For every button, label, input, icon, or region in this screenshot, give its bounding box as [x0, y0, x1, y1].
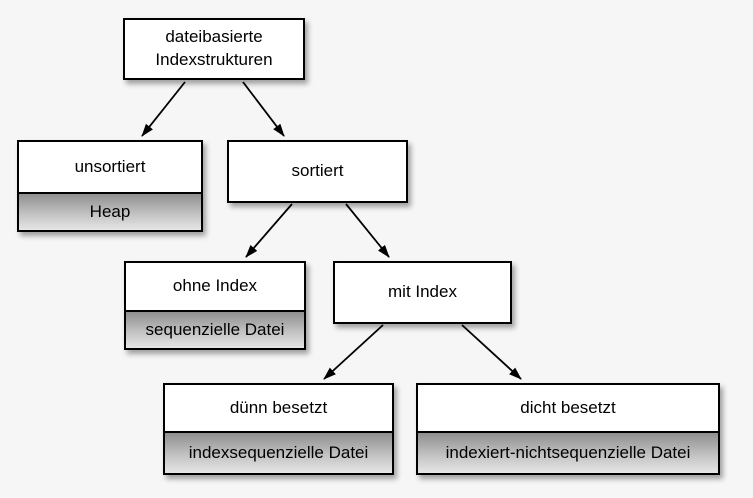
node-sublabel-sequenzielle-datei: sequenzielle Datei [126, 310, 304, 348]
edge-sortiert-ohne-index [245, 203, 293, 258]
node-sublabel-indexiert-nichtsequenzielle-datei: indexiert-nichtsequenzielle Datei [418, 431, 718, 473]
edge-mit-index-duenn [323, 324, 384, 380]
node-sublabel-heap: Heap [19, 192, 201, 230]
node-duenn-besetzt: dünn besetzt indexsequenzielle Datei [163, 383, 394, 475]
node-ohne-index: ohne Index sequenzielle Datei [124, 261, 306, 350]
node-mit-index: mit Index [333, 261, 512, 324]
edge-root-unsortiert [141, 81, 186, 137]
node-sortiert: sortiert [227, 140, 408, 203]
node-sublabel-indexsequenzielle-datei: indexsequenzielle Datei [165, 431, 392, 473]
node-label: ohne Index [172, 276, 258, 296]
node-label: unsortiert [74, 156, 146, 176]
node-dateibasierte-indexstrukturen: dateibasierte Indexstrukturen [123, 18, 305, 80]
node-unsortiert: unsortiert Heap [17, 140, 203, 232]
node-dicht-besetzt: dicht besetzt indexiert-nichtsequenziell… [416, 383, 720, 475]
edge-sortiert-mit-index [345, 203, 390, 258]
node-label: dünn besetzt [229, 397, 328, 417]
node-label: mit Index [388, 282, 457, 302]
edge-root-sortiert [242, 81, 285, 137]
node-label: dicht besetzt [520, 397, 616, 417]
node-label: sortiert [291, 161, 344, 181]
edge-mit-index-dicht [461, 324, 522, 380]
node-label: dateibasierte Indexstrukturen [155, 27, 273, 69]
